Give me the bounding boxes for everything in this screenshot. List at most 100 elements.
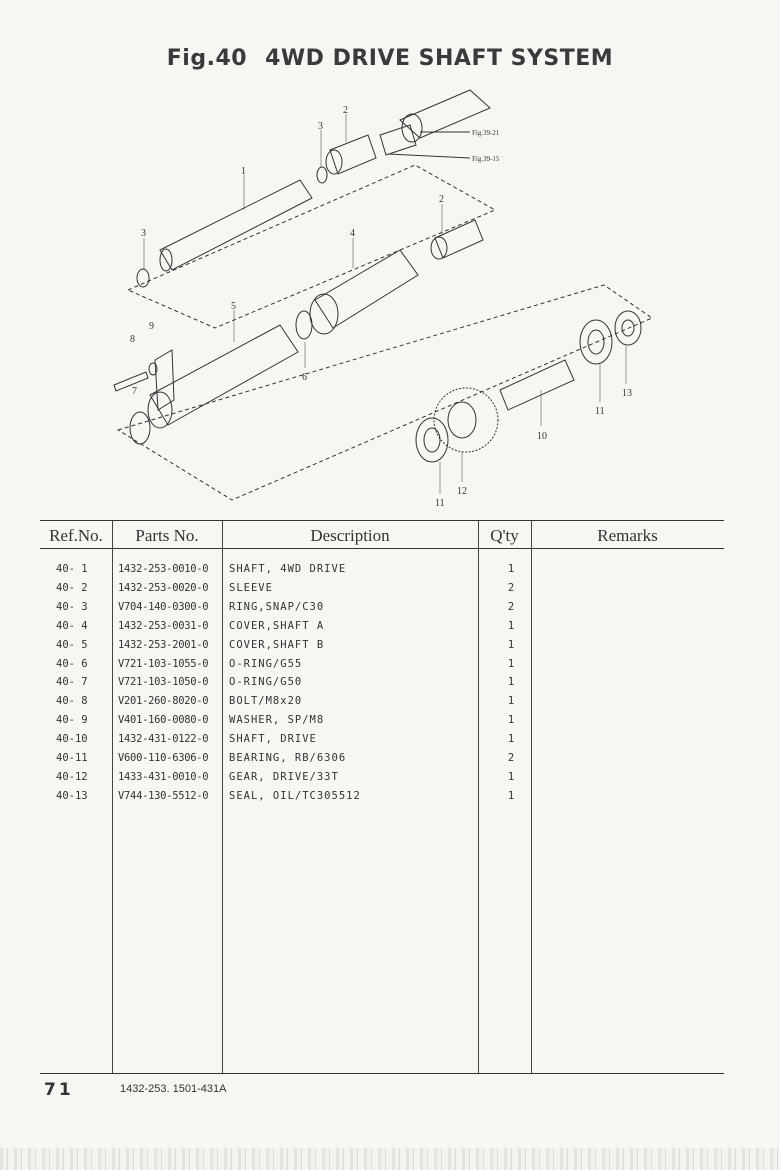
parts-no-cell: V600-110-6306-0 [118,752,209,764]
parts-no-cell: V704-140-0300-0 [118,600,209,613]
description-cell: COVER,SHAFT A [229,619,325,632]
qty-cell: 1 [507,770,515,783]
parts-no-cell: 1432-253-0010-0 [118,563,209,575]
drive-shaft-end [159,248,173,272]
qty-cell: 1 [507,789,515,802]
parts-no-cell: 1432-431-0122-0 [118,733,209,746]
qty-cell: 1 [507,714,515,727]
col-divider-1 [112,520,113,1073]
parts-no-cell: 1432-253-2001-0 [118,638,209,651]
parts-no-cell: 1432-253-0031-0 [118,619,209,632]
col-divider-3 [478,520,479,1073]
table-bottom-rule [40,1073,724,1074]
parts-no-cell: V721-103-1050-0 [118,676,209,689]
document-code: 1432-253. 1501-431A [120,1083,227,1095]
description-cell: WASHER, SP/M8 [229,714,325,727]
description-cell: SLEEVE [229,581,273,594]
qty-cell: 2 [507,581,515,594]
qty-cell: 1 [507,676,515,689]
description-cell: BEARING, RB/6306 [229,752,347,764]
ref-no-cell: 40- 3 [56,600,88,613]
col-divider-4 [531,520,532,1073]
ref-fig39-21: Fig.39-21 [472,129,500,137]
cover-b-end [147,391,173,429]
callout-2-lower: 2 [439,194,444,205]
ref-no-cell: 40- 2 [56,581,88,594]
header-ref-no: Ref.No. [49,526,103,545]
description-cell: O-RING/G55 [229,657,303,670]
cover-a-flange [309,293,339,335]
washer-shape [148,362,158,376]
table-top-rule [40,520,724,521]
ref-no-cell: 40- 9 [56,714,88,727]
callout-5: 5 [231,301,236,312]
table-row: 40- 3 V704-140-0300-0 RING,SNAP/C30 2 [40,601,724,620]
description-cell: RING,SNAP/C30 [229,600,325,613]
callout-11-left: 11 [435,498,445,509]
bolt-shape [113,371,149,392]
parts-no-cell: 1432-253-0020-0 [118,581,209,594]
header-parts-no: Parts No. [135,526,199,545]
description-cell: SHAFT, 4WD DRIVE [229,563,347,575]
description-cell: GEAR, DRIVE/33T [229,770,339,783]
bearing-inner-left [423,427,441,453]
ref-no-cell: 40- 8 [56,695,88,708]
snap-ring-shape-lower [136,268,150,288]
header-qty: Q'ty [490,526,519,545]
bearing-shape-right [579,319,613,365]
qty-cell: 2 [507,600,515,613]
qty-cell: 1 [507,619,515,632]
callout-10: 10 [537,431,547,442]
oil-seal-shape [614,310,642,346]
lower-assembly-plane [116,284,654,501]
header-remarks: Remarks [597,526,658,545]
sleeve-shape-upper [329,134,377,175]
figure-number: Fig.40 [166,46,248,71]
scan-edge-artifact [0,1148,780,1170]
table-header-rule [40,548,724,549]
fig39-flange-shape [401,113,423,143]
gear-shape [433,387,499,453]
shaft-drive-shape [499,359,575,411]
sleeve-end-upper [325,149,343,175]
parts-no-cell: V744-130-5512-0 [118,789,209,802]
callout-7: 7 [132,386,137,397]
leader-fig39-15 [387,153,471,159]
qty-cell: 2 [507,752,515,764]
ref-no-cell: 40-12 [56,770,88,783]
description-cell: SHAFT, DRIVE [229,733,317,746]
sleeve-shape-lower [434,219,484,259]
qty-cell: 1 [507,638,515,651]
exploded-parts-diagram: 1 2 3 3 2 4 5 6 8 9 7 10 11 11 12 13 Fig… [113,89,654,509]
drive-shaft-shape [159,179,313,271]
bracket-shape [154,349,175,411]
cover-b-shape [149,324,299,426]
spline-shape-top [379,124,417,156]
parts-no-cell: V201-260-8020-0 [118,695,209,708]
ref-no-cell: 40- 1 [56,563,88,575]
ref-no-cell: 40-11 [56,752,88,764]
callout-1: 1 [241,166,246,177]
description-cell: O-RING/G50 [229,676,303,689]
callout-4: 4 [350,228,355,239]
qty-cell: 1 [507,563,515,575]
cover-a-shape [314,249,419,329]
callout-8: 8 [130,334,135,345]
callout-9: 9 [149,321,154,332]
callout-12: 12 [457,486,467,497]
parts-no-cell: V721-103-1055-0 [118,657,209,670]
description-cell: BOLT/M8x20 [229,695,303,708]
callout-6: 6 [302,372,307,383]
col-divider-2 [222,520,223,1073]
ref-fig39-15: Fig.39-15 [472,155,500,163]
callout-2-upper: 2 [343,105,348,116]
